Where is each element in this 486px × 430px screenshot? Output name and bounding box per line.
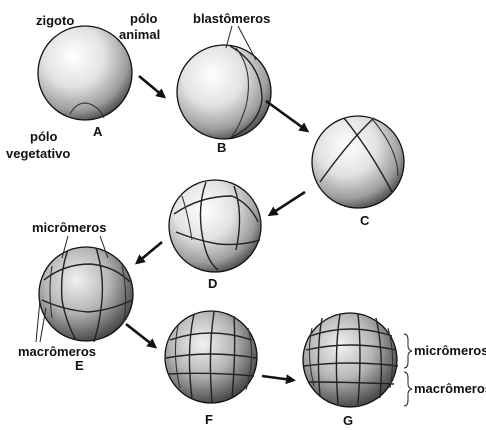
stage-d-eight-cell xyxy=(169,180,261,272)
animal-pole-label-line1: pólo xyxy=(130,11,157,26)
stage-e-sixteen-cell xyxy=(39,247,133,342)
stage-b-two-cell xyxy=(177,45,271,139)
zygote-label: zigoto xyxy=(36,13,74,28)
macromeres-label-left: macrômeros xyxy=(18,344,96,359)
arrow-d-to-e xyxy=(138,242,162,262)
stage-label-g: G xyxy=(343,413,353,428)
arrow-f-to-g xyxy=(262,376,292,380)
animal-pole-label-line2: animal xyxy=(119,27,160,42)
micromeres-label-right: micrômeros xyxy=(414,343,486,358)
stage-label-e: E xyxy=(75,358,84,373)
stage-a-zygote xyxy=(38,26,132,120)
stage-label-a: A xyxy=(93,124,103,139)
stage-label-c: C xyxy=(360,213,370,228)
blastomeres-label: blastômeros xyxy=(193,11,270,26)
stage-g-sixty-four-cell xyxy=(303,313,398,407)
arrow-b-to-c xyxy=(266,101,306,130)
macromeres-label-right: macrômeros xyxy=(414,381,486,396)
stage-label-f: F xyxy=(205,412,213,427)
arrow-c-to-d xyxy=(271,192,305,214)
micromeres-brace-right xyxy=(404,334,412,368)
vegetal-pole-label-line1: pólo xyxy=(30,129,57,144)
macromeres-brace-right xyxy=(404,372,412,406)
arrow-a-to-b xyxy=(139,76,163,96)
stage-c-four-cell xyxy=(312,116,404,208)
micromeres-label-left: micrômeros xyxy=(32,220,106,235)
vegetal-pole-label-line2: vegetativo xyxy=(6,146,70,161)
stage-label-d: D xyxy=(208,276,217,291)
arrow-e-to-f xyxy=(126,324,154,346)
stage-label-b: B xyxy=(217,140,226,155)
stage-f-thirty-two-cell xyxy=(165,311,257,403)
